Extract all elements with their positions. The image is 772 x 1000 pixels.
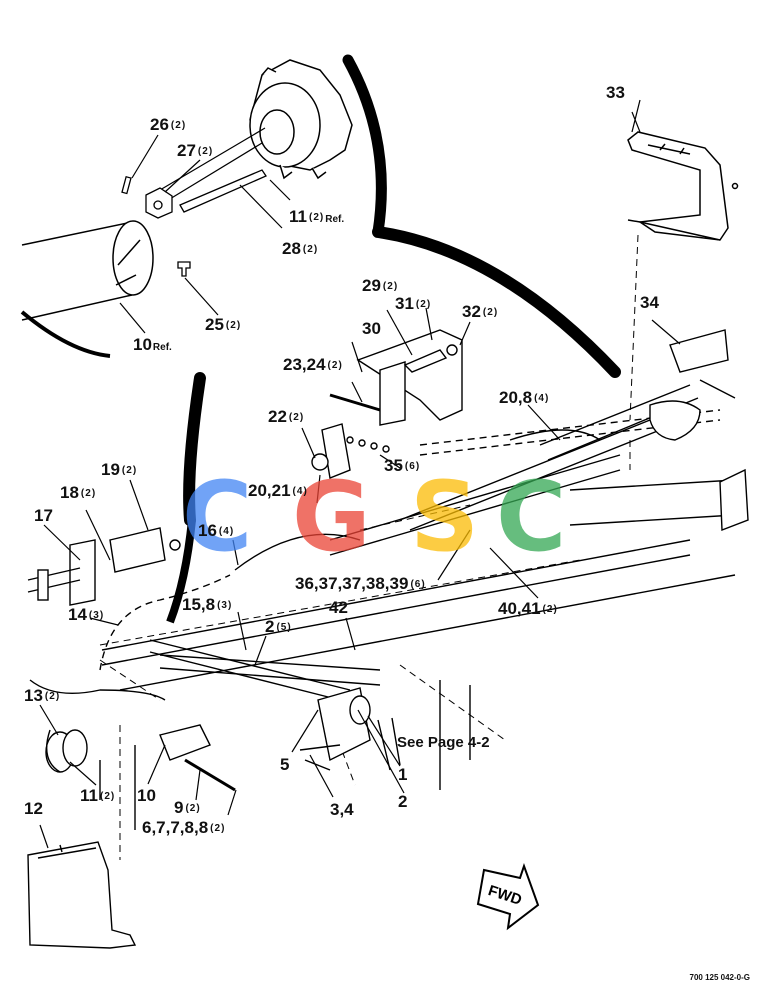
watermark-letter: G — [292, 461, 371, 573]
callout-20-8: 20,8(4) — [499, 388, 550, 407]
callout-25: 25(2) — [205, 315, 242, 334]
callout-23-24: 23,24(2) — [283, 355, 343, 374]
detail-circle — [20, 54, 621, 624]
callout-1: 1 — [398, 765, 408, 784]
callout-20-21: 20,21(4) — [248, 481, 308, 500]
callout-27: 27(2) — [177, 141, 214, 160]
callout-36-39: 36,37,37,38,39(6) — [295, 574, 426, 593]
callout-33: 33 — [606, 83, 625, 102]
callout-17: 17 — [34, 506, 53, 525]
callout-18: 18(2) — [60, 483, 97, 502]
detail-leaders — [119, 134, 291, 334]
main-leaders — [39, 111, 681, 849]
callout-28: 28(2) — [282, 239, 319, 258]
callout-6-8: 6,7,7,8,8(2) — [142, 818, 226, 837]
callout-15-8: 15,8(3) — [182, 595, 233, 614]
callout-13: 13(2) — [24, 686, 61, 705]
callout-16: 16(4) — [198, 521, 235, 540]
callout-19: 19(2) — [101, 460, 138, 479]
callout-26: 26(2) — [150, 115, 187, 134]
callout-10-ref: 10Ref. — [133, 335, 172, 354]
watermark-letter: C — [182, 461, 252, 573]
callout-22: 22(2) — [268, 407, 305, 426]
callout-29: 29(2) — [362, 276, 399, 295]
callout-5: 5 — [280, 755, 290, 774]
callout-42: 42 — [329, 598, 348, 617]
watermark-letter: S — [410, 461, 479, 573]
callout-11-bottom: 11(2) — [80, 786, 116, 805]
drawing-number: 700 125 042-0-G — [689, 973, 751, 982]
tube-detail — [21, 220, 154, 321]
callout-12: 12 — [24, 799, 43, 818]
shield-33 — [627, 99, 739, 241]
callout-34: 34 — [640, 293, 659, 312]
callout-10-bottom: 10 — [137, 786, 156, 805]
callout-14: 14(3) — [68, 605, 105, 624]
callout-11-ref: 11(2)Ref. — [289, 207, 345, 226]
callout-31: 31(2) — [395, 294, 432, 313]
callout-2-bottom: 2 — [398, 792, 408, 811]
watermark-letter: C — [496, 461, 566, 573]
housing-detail — [159, 59, 353, 206]
callout-3-4: 3,4 — [330, 800, 354, 819]
callout-2-top: 2(5) — [265, 617, 292, 636]
callout-32: 32(2) — [462, 302, 499, 321]
main-frame — [27, 329, 749, 949]
callout-35: 35(6) — [384, 456, 421, 475]
detail-small-parts — [121, 169, 267, 277]
fwd-arrow: FWD — [476, 862, 540, 931]
callout-40-41: 40,41(2) — [498, 599, 558, 618]
see-page-note: See Page 4-2 — [397, 734, 490, 751]
callout-30: 30 — [362, 319, 381, 338]
callout-9: 9(2) — [174, 798, 201, 817]
